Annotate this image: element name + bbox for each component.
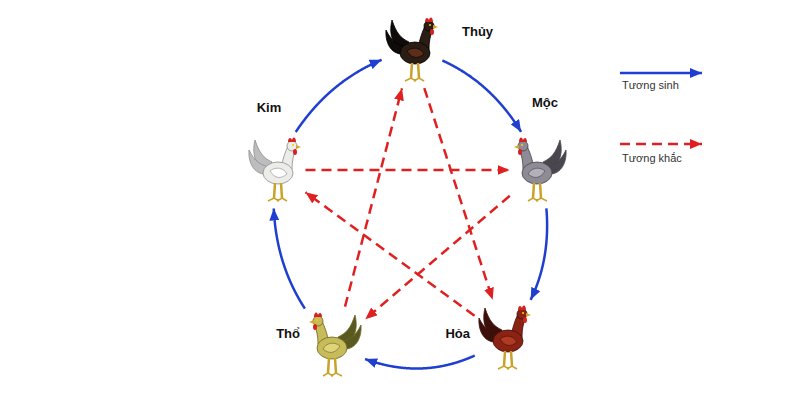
legend-label: Tương khắc — [622, 152, 682, 165]
generating-arrow — [296, 60, 382, 132]
overcoming-arrow — [305, 169, 509, 172]
generating-arrow — [274, 208, 305, 308]
element-label: Thủy — [462, 24, 493, 40]
element-label: Mộc — [532, 95, 558, 111]
element-rooster: Mộc — [512, 134, 568, 206]
element-rooster: Hỏa — [477, 302, 533, 374]
overcoming-arrow — [305, 192, 474, 315]
overcoming-arrow — [424, 88, 492, 300]
element-label: Kim — [257, 100, 282, 116]
rooster-illustration — [307, 309, 363, 381]
overcoming-arrow — [365, 196, 510, 319]
element-label: Thổ — [276, 326, 300, 342]
element-rooster: Thổ — [307, 309, 363, 381]
rooster-illustration — [477, 302, 533, 374]
legend-label: Tương sinh — [622, 79, 679, 92]
legend-sample-line — [620, 143, 702, 146]
generating-arrow — [531, 208, 548, 299]
rooster-illustration — [512, 134, 568, 206]
element-rooster: Kim — [247, 134, 303, 206]
element-rooster: Thủy — [384, 14, 440, 86]
legend-sample-line — [620, 72, 702, 75]
rooster-illustration — [384, 14, 440, 86]
generating-arrow — [365, 356, 475, 369]
rooster-illustration — [247, 134, 303, 206]
generating-arrow — [442, 61, 521, 132]
element-label: Hỏa — [445, 326, 470, 342]
overcoming-arrow — [345, 88, 402, 306]
